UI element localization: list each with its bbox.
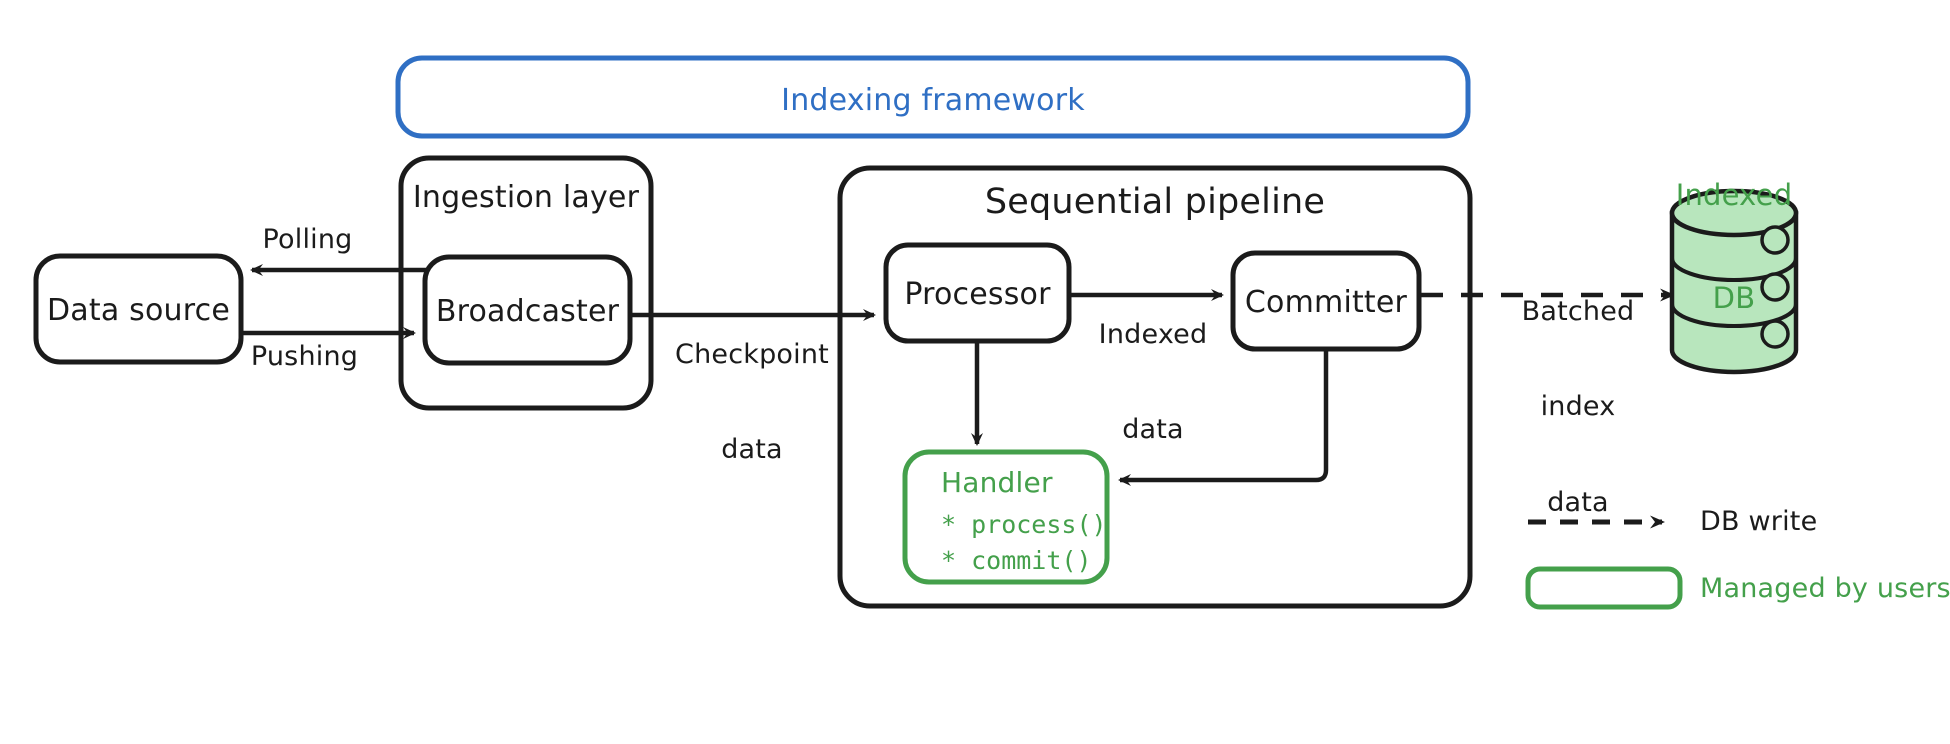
indexed-db-shape [1669,188,1799,375]
checkpoint-data-line1: Checkpoint [675,338,829,370]
handler-content: Handler * process() * commit() [905,466,1107,575]
polling-label: Polling [262,224,353,255]
handler-title: Handler [941,466,1053,499]
committer-to-handler-arrow [1118,349,1329,486]
indexed-data-label: Indexed data [1078,255,1228,510]
sequential-pipeline-label: Sequential pipeline [984,182,1326,222]
broadcaster-shape [422,254,633,366]
indexed-data-line1: Indexed [1098,318,1208,350]
batched-index-line2: index [1540,391,1616,423]
framework-banner-shape [395,55,1471,139]
batched-index-line3: data [1547,486,1609,518]
batched-index-line1: Batched [1521,295,1635,327]
indexed-db-title: Indexed DB [1654,110,1814,384]
checkpoint-data-label: Checkpoint data [652,275,852,530]
data-source-shape [33,253,244,365]
data-source-label: Data source [47,293,230,328]
batched-index-data-label: Batched index data [1488,232,1668,582]
ingestion-layer-label: Ingestion layer [412,180,640,215]
handler-method-commit: * commit() [941,545,1092,575]
legend-managed-by-users-label: Managed by users [1700,573,1950,604]
processor-label: Processor [904,277,1051,312]
indexed-db-title-line1: Indexed [1675,178,1793,213]
indexed-data-line2: data [1122,414,1184,446]
pushing-label: Pushing [250,341,359,372]
checkpoint-data-line2: data [721,434,783,466]
indexed-db-title-line2: DB [1712,281,1756,316]
legend-db-write-label: DB write [1700,506,1818,537]
legend-managed-box-glyph [1525,566,1683,610]
committer-label: Committer [1244,285,1408,320]
framework-banner-label: Indexing framework [781,83,1085,118]
broadcaster-label: Broadcaster [435,294,620,329]
handler-shape [902,449,1110,585]
handler-method-process: * process() [941,510,1107,540]
